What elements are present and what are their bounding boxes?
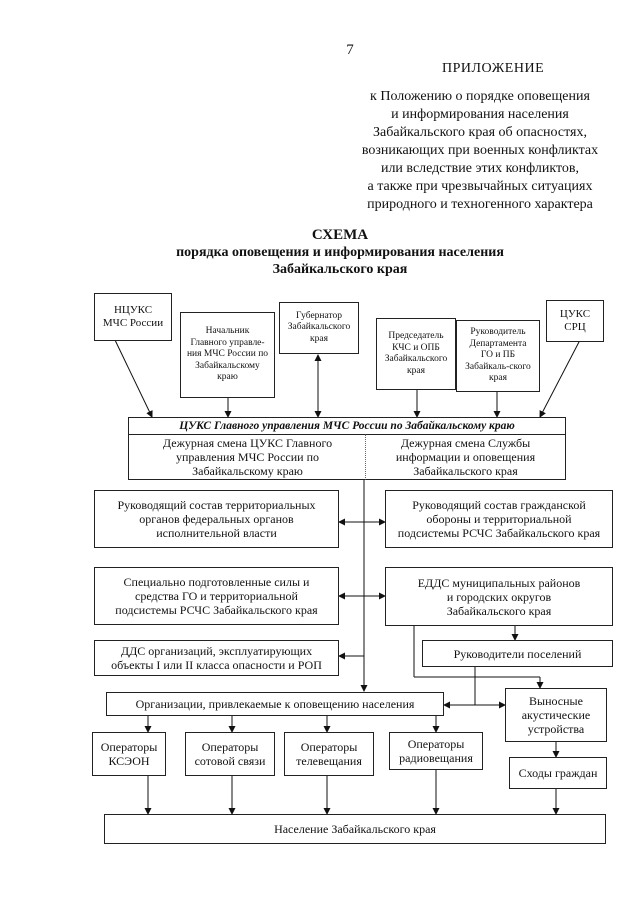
node-dds-org: ДДС организаций, эксплуатирующих объекты… bbox=[94, 640, 339, 676]
node-cuks-src: ЦУКС СРЦ bbox=[546, 300, 604, 342]
node-governor: Губернатор Забайкальского края bbox=[279, 302, 359, 354]
arrow-cuks-src bbox=[539, 339, 581, 418]
node-fed-leaders: Руководящий состав территориальных орган… bbox=[94, 490, 339, 548]
node-civil-defense: Руководящий состав гражданской обороны и… bbox=[385, 490, 613, 548]
scheme-title: СХЕМА bbox=[311, 227, 369, 243]
node-dept-head: Руководитель Департамента ГО и ПБ Забайк… bbox=[456, 320, 540, 392]
node-kchs-chair: Председатель КЧС и ОПБ Забайкальского кр… bbox=[376, 318, 456, 390]
node-radio: Операторы радиовещания bbox=[389, 732, 483, 770]
node-cellular: Операторы сотовой связи bbox=[185, 732, 275, 776]
page-number: 7 bbox=[346, 42, 354, 58]
node-info-duty: Дежурная смена Службы информации и опове… bbox=[365, 434, 566, 480]
node-remote-speakers: Выносные акустические устройства bbox=[505, 688, 607, 742]
arrow-ncuks bbox=[114, 339, 153, 418]
node-ksaeon: Операторы КСЭОН bbox=[92, 732, 166, 776]
node-cuks-main: ЦУКС Главного управления МЧС России по З… bbox=[128, 417, 566, 435]
node-citizens: Сходы граждан bbox=[509, 757, 607, 789]
node-cuks-duty: Дежурная смена ЦУКС Главного управления … bbox=[128, 434, 366, 480]
appendix-title: ПРИЛОЖЕНИЕ bbox=[442, 61, 545, 76]
node-orgs-notify: Организации, привлекаемые к оповещению н… bbox=[106, 692, 444, 716]
node-head-gu: Начальник Главного управле- ния МЧС Росс… bbox=[180, 312, 275, 398]
node-edds: ЕДДС муниципальных районов и городских о… bbox=[385, 567, 613, 626]
node-ncuks: НЦУКС МЧС России bbox=[94, 293, 172, 341]
node-tv: Операторы телевещания bbox=[284, 732, 374, 776]
node-population: Население Забайкальского края bbox=[104, 814, 606, 844]
appendix-text: к Положению о порядке оповещения и инфор… bbox=[361, 89, 599, 212]
scheme-subtitle: порядка оповещения и информирования насе… bbox=[176, 245, 504, 277]
node-special-forces: Специально подготовленные силы и средств… bbox=[94, 567, 339, 625]
node-settlement-heads: Руководители поселений bbox=[422, 640, 613, 667]
